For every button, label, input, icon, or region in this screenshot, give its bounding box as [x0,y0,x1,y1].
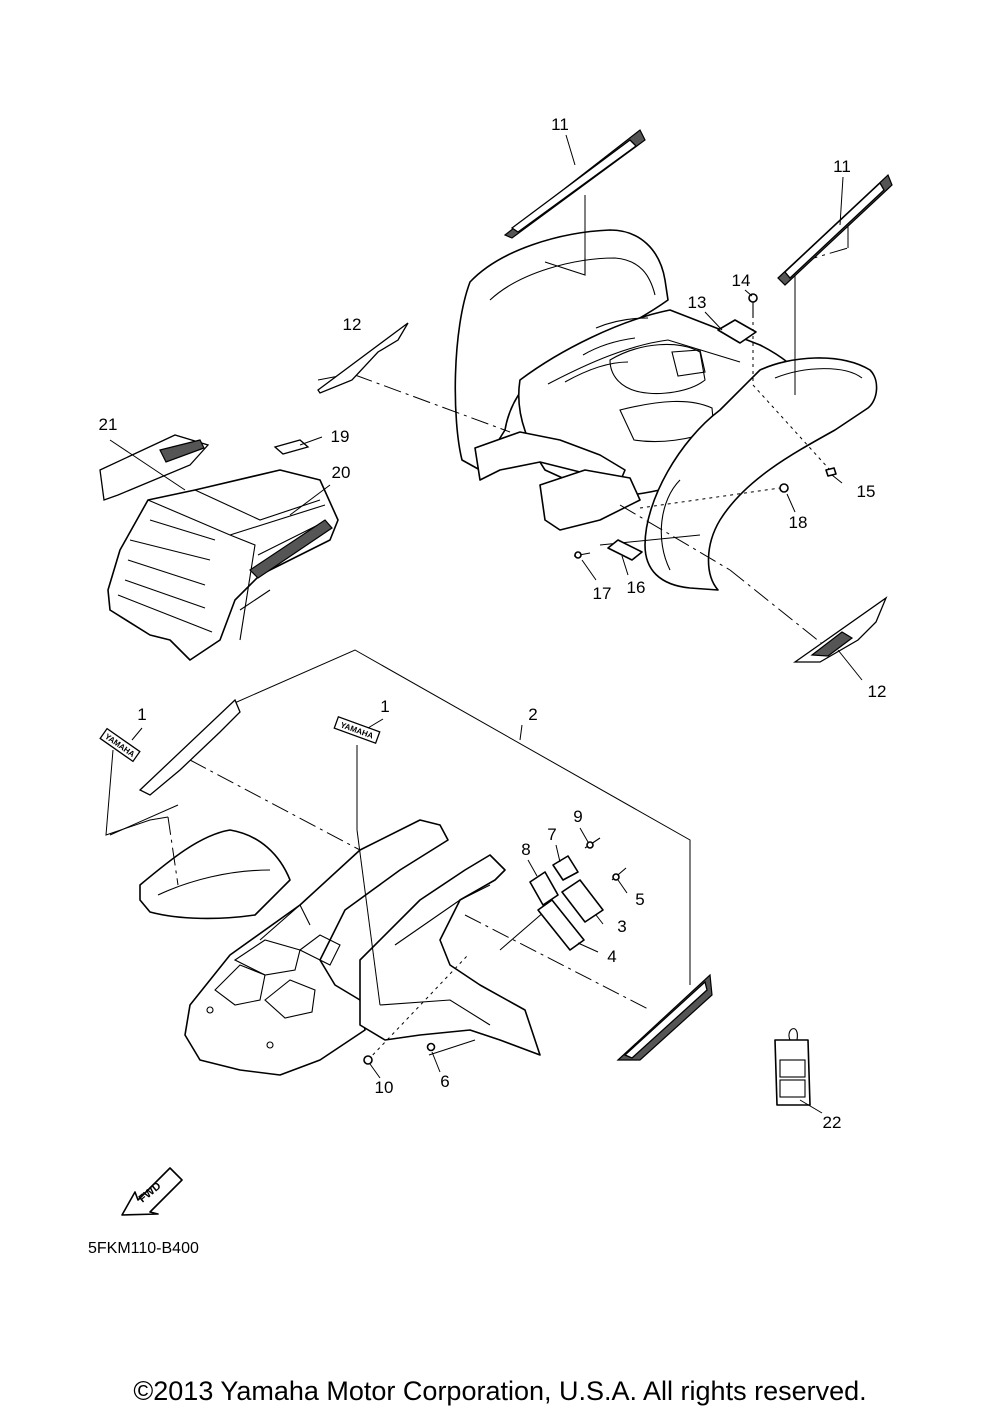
callout-1-center: 1 [380,697,389,716]
badge-yamaha-center: YAMAHA [333,716,381,744]
callout-14: 14 [732,271,751,290]
callout-leaders [131,134,863,1114]
nut-6 [426,1042,436,1052]
callout-11-right: 11 [833,157,851,176]
copyright-notice: ©2013 Yamaha Motor Corporation, U.S.A. A… [133,1376,867,1406]
callout-18: 18 [789,513,808,532]
leader-19 [299,436,323,446]
front-fender-leaders [105,649,691,1061]
nut-18 [779,483,789,493]
bolt-14 [748,293,758,318]
plate-7 [552,855,579,881]
plate-8 [529,871,559,906]
callout-11-left: 11 [551,115,569,134]
leader-21 [109,439,186,491]
tag-22 [774,1028,811,1106]
decal-11-left [503,129,646,239]
bolt-9 [584,837,601,849]
bolt-5 [611,867,627,881]
callout-20: 20 [332,463,351,482]
leader-20 [289,484,331,516]
decal-front-left [138,698,241,796]
decal-front-right [616,973,713,1061]
front-fender [139,819,541,1076]
callout-6: 6 [440,1072,449,1091]
callout-17: 17 [593,584,612,603]
screw-17 [573,551,591,559]
nut-10 [363,1055,373,1065]
plate-4 [537,899,585,951]
fwd-arrow-icon: FWD [121,1167,183,1216]
decal-12-lower [792,596,888,663]
callout-2: 2 [528,705,537,724]
callout-7: 7 [547,825,556,844]
callout-21: 21 [99,415,118,434]
callout-4: 4 [607,947,616,966]
callout-1-left: 1 [137,705,146,724]
rear-fender [454,229,878,591]
storage-box [107,469,339,661]
decal-12-upper [317,322,409,394]
callout-9: 9 [573,807,582,826]
plate-16 [607,539,643,561]
figure-code: 5FKM110-B400 [88,1240,199,1257]
badge-yamaha-left: YAMAHA [99,727,141,763]
callout-15: 15 [857,482,876,501]
decal-21 [99,434,210,501]
callout-12-lower: 12 [868,682,887,701]
callout-22: 22 [823,1113,842,1132]
decal-19 [273,439,310,455]
callout-16: 16 [627,578,646,597]
callout-19: 19 [331,427,350,446]
callout-13: 13 [688,293,707,312]
callout-3: 3 [617,917,626,936]
callout-5: 5 [635,890,644,909]
plate-13 [717,319,757,344]
callout-8: 8 [521,840,530,859]
callout-12-upper: 12 [343,315,362,334]
plate-3 [561,879,604,923]
callout-10: 10 [375,1078,394,1097]
decal-11-right [777,173,893,286]
grommet-15 [825,467,837,477]
